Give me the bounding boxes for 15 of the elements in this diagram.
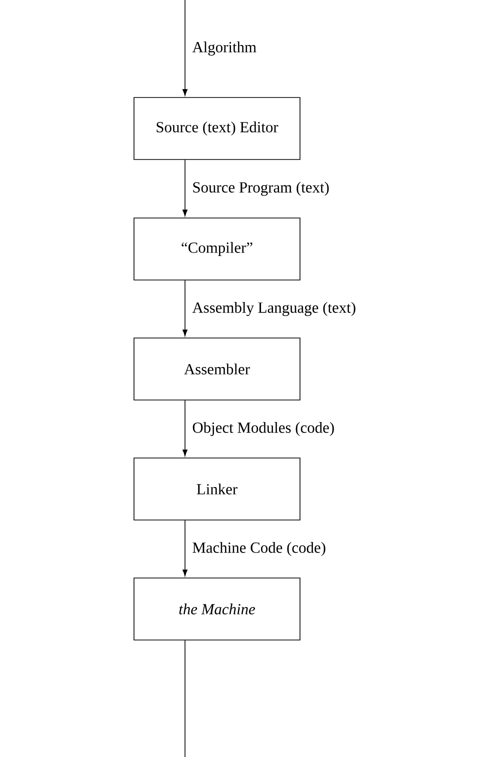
process-box: “Compiler” xyxy=(134,218,300,280)
arrow xyxy=(182,400,188,456)
process-box: the Machine xyxy=(134,578,300,640)
edge-label: Source Program (text) xyxy=(193,182,329,196)
arrow xyxy=(182,520,188,576)
edge-label: Algorithm xyxy=(192,42,256,56)
edge-label: Machine Code (code) xyxy=(192,542,326,556)
arrow xyxy=(182,280,188,336)
arrow xyxy=(182,0,188,96)
arrow xyxy=(182,160,188,216)
edge-label: Object Modules (code) xyxy=(192,422,334,436)
process-box: Source (text) Editor xyxy=(134,97,300,160)
edge-label: Assembly Language (text) xyxy=(192,302,356,316)
process-box: Assembler xyxy=(134,338,300,400)
process-box: Linker xyxy=(134,458,300,520)
